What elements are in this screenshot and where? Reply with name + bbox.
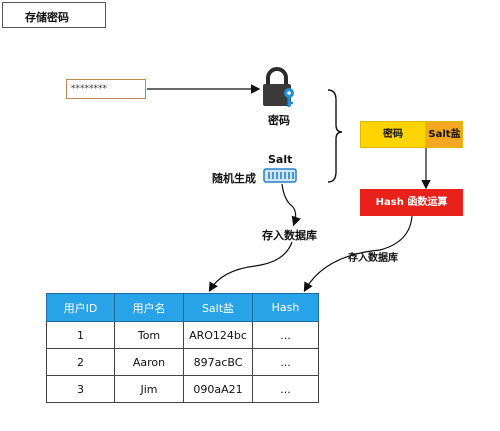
table-cell: 2: [46, 348, 115, 376]
random-gen-label: 随机生成: [212, 172, 256, 185]
table-cell: ...: [252, 321, 319, 349]
table-row: 3 Jim 090aA21 ...: [46, 375, 319, 403]
salt-label: Salt: [268, 153, 293, 166]
concat-password-box: 密码: [360, 121, 426, 148]
password-label: 密码: [268, 114, 290, 127]
hash-function-box: Hash 函数运算: [360, 189, 463, 216]
table-cell: 090aA21: [183, 375, 253, 403]
column-header: Salt盐: [183, 293, 253, 322]
table-cell: ...: [252, 348, 319, 376]
lock-icon: [263, 67, 294, 107]
table-row: 2 Aaron 897acBC ...: [46, 348, 319, 376]
table-cell: ...: [252, 375, 319, 403]
column-header: 用户ID: [46, 293, 115, 322]
key-icon: [284, 88, 294, 107]
page-title: 存储密码: [2, 2, 106, 28]
table-cell: 897acBC: [183, 348, 253, 376]
table-cell: Jim: [114, 375, 184, 403]
table-cell: Tom: [114, 321, 184, 349]
table-row: 1 Tom ARO124bc ...: [46, 321, 319, 349]
password-input[interactable]: ********: [66, 79, 146, 99]
column-header: Hash: [252, 293, 319, 322]
table-cell: 3: [46, 375, 115, 403]
user-table: 用户ID 用户名 Salt盐 Hash 1 Tom ARO124bc ... 2…: [46, 293, 319, 403]
table-cell: Aaron: [114, 348, 184, 376]
salt-chip-icon: [263, 168, 297, 183]
concat-salt-box: Salt盐: [426, 121, 463, 148]
store-db-label-left: 存入数据库: [262, 229, 317, 242]
table-cell: ARO124bc: [183, 321, 253, 349]
table-cell: 1: [46, 321, 115, 349]
table-header-row: 用户ID 用户名 Salt盐 Hash: [46, 293, 319, 322]
store-db-label-right: 存入数据库: [348, 253, 398, 264]
column-header: 用户名: [114, 293, 184, 322]
